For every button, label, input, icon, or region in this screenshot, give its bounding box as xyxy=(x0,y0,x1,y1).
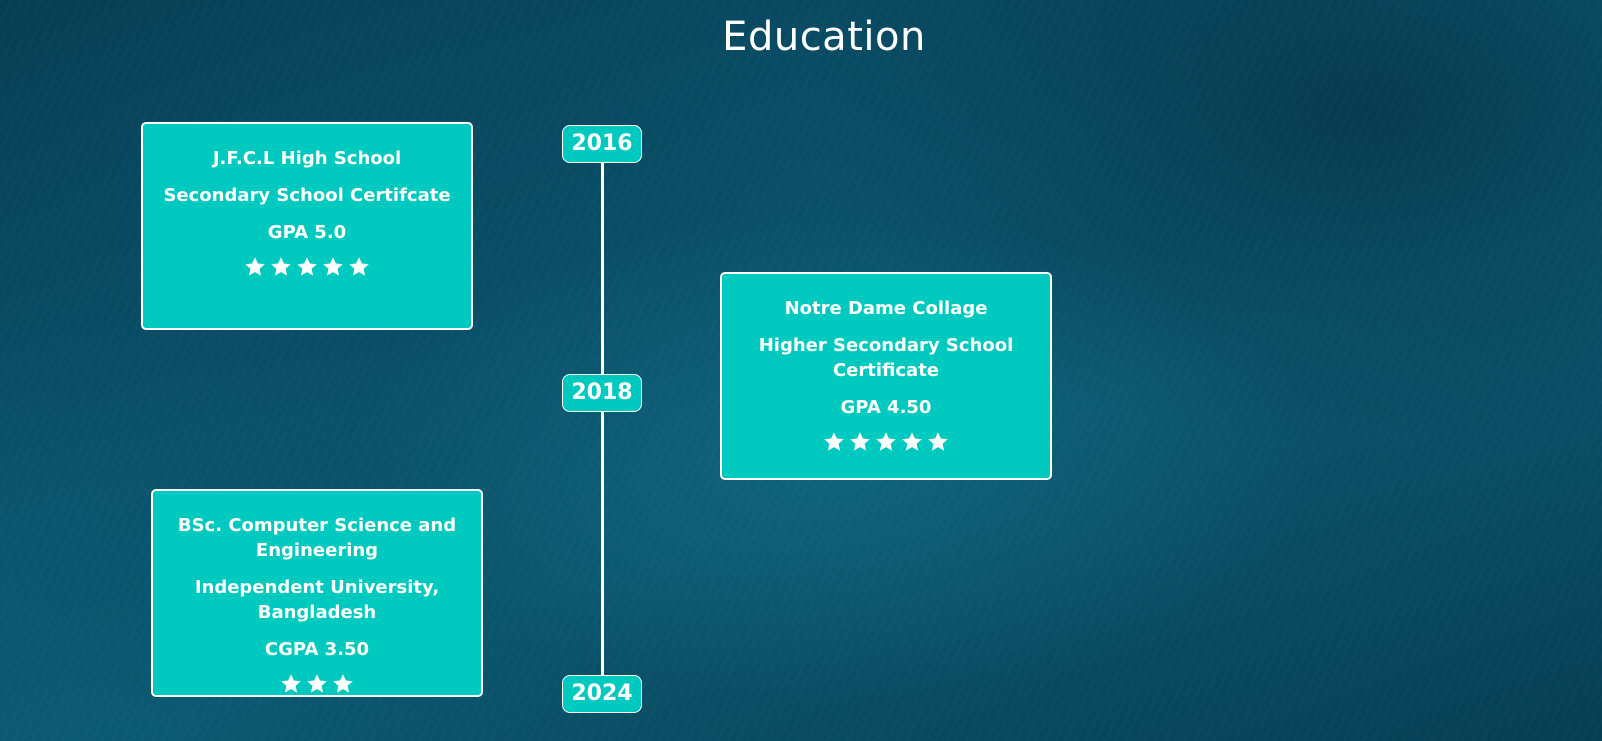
card-grade: GPA 5.0 xyxy=(267,222,347,243)
card-degree: Secondary School Certifcate xyxy=(163,185,451,206)
star-icon xyxy=(269,255,293,279)
card-institution: Notre Dame Collage xyxy=(784,298,988,319)
year-badge-2016: 2016 xyxy=(562,125,642,163)
star-icon xyxy=(874,430,898,454)
card-institution: J.F.C.L High School xyxy=(212,148,402,169)
star-icon xyxy=(822,430,846,454)
star-icon xyxy=(243,255,267,279)
star-icon xyxy=(279,672,303,695)
star-rating xyxy=(736,430,1036,454)
star-rating xyxy=(157,255,457,279)
star-icon xyxy=(347,255,371,279)
card-institution: BSc. Computer Science and Engineering xyxy=(177,515,457,561)
star-icon xyxy=(926,430,950,454)
star-icon xyxy=(900,430,924,454)
star-rating xyxy=(167,672,467,695)
card-grade: CGPA 3.50 xyxy=(264,639,370,660)
education-card-high-school: J.F.C.L High School Secondary School Cer… xyxy=(141,122,473,330)
card-degree: Independent University, Bangladesh xyxy=(194,577,440,623)
year-badge-2018: 2018 xyxy=(562,374,642,412)
education-card-university: BSc. Computer Science and Engineering In… xyxy=(151,489,483,697)
section-title: Education xyxy=(722,14,926,60)
star-icon xyxy=(295,255,319,279)
card-grade: GPA 4.50 xyxy=(840,397,932,418)
education-card-college: Notre Dame Collage Higher Secondary Scho… xyxy=(720,272,1052,480)
year-badge-2024: 2024 xyxy=(562,675,642,713)
card-degree: Higher Secondary School Certificate xyxy=(758,335,1014,381)
star-icon xyxy=(305,672,329,695)
star-icon xyxy=(848,430,872,454)
star-icon xyxy=(321,255,345,279)
star-icon xyxy=(331,672,355,695)
timeline-line xyxy=(601,160,604,678)
